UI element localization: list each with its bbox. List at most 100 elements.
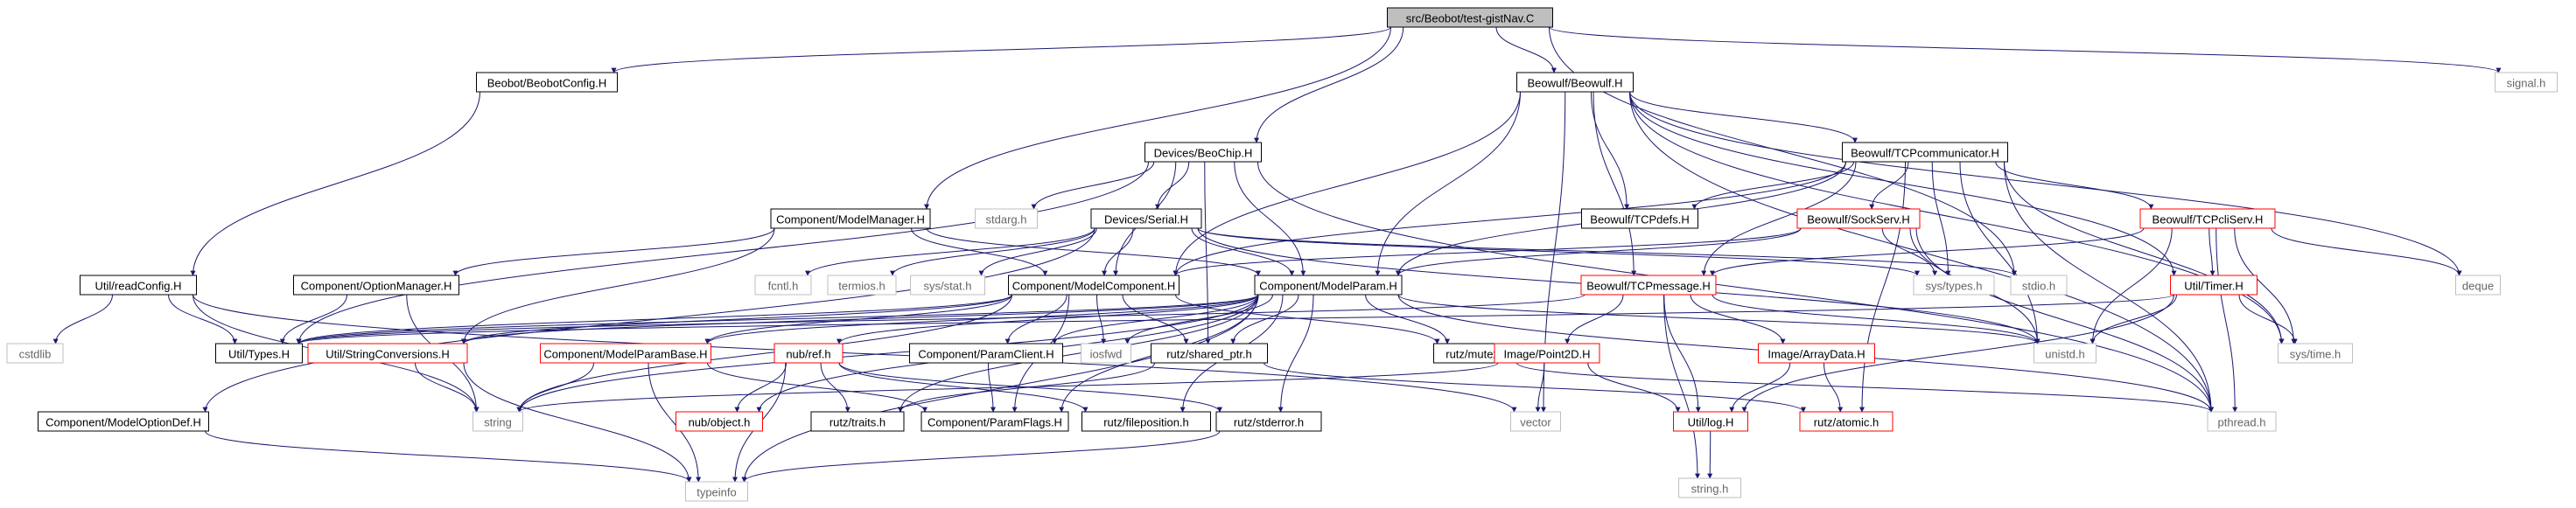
node-label: rutz/stderror.h <box>1234 416 1304 429</box>
edge-modelparam-to-iosfwd <box>1124 294 1273 344</box>
node-root[interactable]: src/Beobot/test-gistNav.C <box>1387 7 1553 28</box>
node-modelparambase[interactable]: Component/ModelParamBase.H <box>540 343 711 364</box>
node-tcpcomm[interactable]: Beowulf/TCPcommunicator.H <box>1842 142 2008 163</box>
node-stdio: stdio.h <box>2010 275 2068 296</box>
node-label: rutz/atomic.h <box>1814 416 1879 429</box>
node-strconv[interactable]: Util/StringConversions.H <box>307 343 468 364</box>
node-timer[interactable]: Util/Timer.H <box>2170 275 2258 296</box>
edge-utillog-to-stringh <box>1707 430 1713 479</box>
edge-serial-to-modelcomponent <box>1102 227 1134 276</box>
node-label: Util/log.H <box>1688 416 1734 429</box>
edge-modeloptiondef-to-typeinfo <box>205 430 692 483</box>
node-sockserv[interactable]: Beowulf/SockServ.H <box>1796 208 1921 229</box>
node-box <box>1494 343 1600 364</box>
node-label: Beowulf/Beowulf.H <box>1527 77 1622 90</box>
node-modelmanager[interactable]: Component/ModelManager.H <box>770 208 931 229</box>
node-utiltypes[interactable]: Util/Types.H <box>215 343 303 364</box>
node-label: sys/types.h <box>1925 280 1982 293</box>
node-label: Component/ModelComponent.H <box>1012 280 1175 293</box>
node-label: typeinfo <box>696 486 737 499</box>
node-sharedptr[interactable]: rutz/shared_ptr.h <box>1151 343 1268 364</box>
edge-root-to-modelmanager <box>924 26 1391 210</box>
node-paramflags[interactable]: Component/ParamFlags.H <box>920 411 1069 432</box>
edge-tcpmessage-to-utiltypes <box>296 294 1586 344</box>
node-label: nub/ref.h <box>786 348 830 361</box>
node-label: Devices/Serial.H <box>1104 213 1188 226</box>
node-tcpmessage[interactable]: Beowulf/TCPmessage.H <box>1580 275 1717 296</box>
edge-modelparam-to-paramclient <box>1052 294 1259 344</box>
node-utillog[interactable]: Util/log.H <box>1673 411 1748 432</box>
node-box <box>1796 208 1921 229</box>
node-label: Component/ModelManager.H <box>776 213 925 226</box>
node-box <box>293 275 459 296</box>
node-paramclient[interactable]: Component/ParamClient.H <box>909 343 1063 364</box>
node-beowulf[interactable]: Beowulf/Beowulf.H <box>1516 72 1634 93</box>
node-label: Devices/BeoChip.H <box>1154 147 1253 160</box>
node-pthread: pthread.h <box>2207 411 2277 432</box>
edge-modelmanager-to-strconv <box>461 227 775 344</box>
node-box <box>215 343 303 364</box>
node-modelcomponent[interactable]: Component/ModelComponent.H <box>1008 275 1180 296</box>
node-label: iosfwd <box>1090 348 1123 361</box>
node-beobotconfig[interactable]: Beobot/BeobotConfig.H <box>476 72 618 93</box>
node-modeloptiondef[interactable]: Component/ModelOptionDef.H <box>38 411 209 432</box>
node-box <box>1673 411 1748 432</box>
node-label: Beowulf/TCPcommunicator.H <box>1851 147 1999 160</box>
edge-tcpmessage-to-point2d <box>1564 294 1624 344</box>
edge-modelparam-to-unistd <box>1397 294 2040 344</box>
node-fcntl: fcntl.h <box>754 275 812 296</box>
node-label: src/Beobot/test-gistNav.C <box>1406 12 1534 25</box>
edge-modelparambase-to-paramflags <box>707 362 928 413</box>
edge-sharedptr-to-rutztraits <box>898 362 1155 413</box>
node-rutztraits[interactable]: rutz/traits.h <box>810 411 905 432</box>
node-nubobject[interactable]: nub/object.h <box>676 411 763 432</box>
edge-modelmanager-to-modelparam <box>926 227 1261 276</box>
node-box <box>2207 411 2277 432</box>
node-beochip[interactable]: Devices/BeoChip.H <box>1144 142 1262 163</box>
edge-beochip-to-sharedptr <box>1204 161 1211 344</box>
edge-readconfig-to-utiltypes <box>168 294 238 344</box>
node-box <box>1799 411 1894 432</box>
node-label: unistd.h <box>2045 348 2085 361</box>
node-label: fcntl.h <box>768 280 799 293</box>
node-atomic[interactable]: rutz/atomic.h <box>1799 411 1894 432</box>
node-box <box>770 208 931 229</box>
edge-tcpcomm-to-tcpdefs <box>1691 161 1854 210</box>
node-readconfig[interactable]: Util/readConfig.H <box>80 275 197 296</box>
edge-beowulf-to-tcpcomm <box>1629 91 1858 143</box>
node-box <box>909 343 1063 364</box>
edge-arraydata-to-atomic <box>1824 362 1844 413</box>
edge-beowulf-to-tcpmessage <box>1592 91 1637 276</box>
node-label: Beowulf/TCPmessage.H <box>1586 280 1711 293</box>
edge-beowulf-to-modelparam <box>1375 91 1521 276</box>
node-stderror[interactable]: rutz/stderror.h <box>1215 411 1322 432</box>
node-label: Component/ModelParamBase.H <box>543 348 707 361</box>
node-box <box>540 343 711 364</box>
edge-nubref-to-nubobject <box>734 362 787 413</box>
node-serial[interactable]: Devices/Serial.H <box>1090 208 1202 229</box>
node-tcpcliserv[interactable]: Beowulf/TCPcliServ.H <box>2139 208 2276 229</box>
node-box <box>2455 275 2501 296</box>
edge-tcpcliserv-to-systime <box>2234 227 2297 344</box>
node-box <box>2010 275 2068 296</box>
node-box <box>2034 343 2096 364</box>
node-tcpdefs[interactable]: Beowulf/TCPdefs.H <box>1581 208 1698 229</box>
node-fileposition[interactable]: rutz/fileposition.h <box>1082 411 1211 432</box>
node-optionmanager[interactable]: Component/OptionManager.H <box>293 275 459 296</box>
edge-serial-to-termios <box>890 227 1096 276</box>
node-label: deque <box>2462 280 2494 293</box>
node-label: rutz/fileposition.h <box>1103 416 1189 429</box>
node-point2d[interactable]: Image/Point2D.H <box>1494 343 1600 364</box>
node-label: sys/time.h <box>2290 348 2342 361</box>
node-box <box>975 208 1038 229</box>
node-modelparam[interactable]: Component/ModelParam.H <box>1254 275 1403 296</box>
edge-serial-to-sysstat <box>978 227 1097 276</box>
node-nubref[interactable]: nub/ref.h <box>774 343 844 364</box>
edge-tcpcomm-to-modelcomponent <box>1172 161 1846 276</box>
edge-serial-to-systypes <box>1197 227 1920 276</box>
node-box <box>1144 142 1262 163</box>
node-termios: termios.h <box>827 275 897 296</box>
node-arraydata[interactable]: Image/ArrayData.H <box>1758 343 1875 364</box>
node-box <box>1842 142 2008 163</box>
edge-tcpmessage-to-arraydata <box>1690 294 1786 344</box>
